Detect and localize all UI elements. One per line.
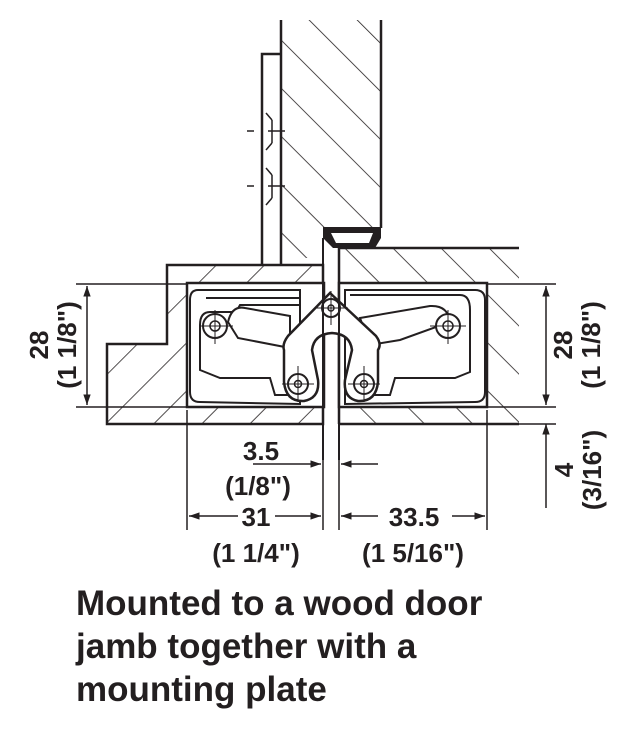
caption-line-2: jamb together with a (76, 627, 417, 666)
dim-right-offset-imperial: (3/16") (577, 430, 607, 510)
dim-left-height-imperial: (1 1/8") (52, 301, 82, 388)
dim-right-height-metric: 28 (548, 331, 578, 360)
caption-line-3: mounting plate (76, 670, 327, 709)
hinge-body-left (185, 281, 326, 409)
screw-marker-icon (247, 167, 285, 206)
dimension-lines (76, 283, 556, 530)
dim-right-offset-metric: 4 (549, 462, 579, 477)
screw-marker-icon (247, 112, 285, 151)
dim-right-height-imperial: (1 1/8") (576, 301, 606, 388)
diagram-caption: Mounted to a wood door jamb together wit… (76, 582, 616, 711)
dim-right-width-imperial: (1 5/16") (362, 538, 464, 568)
seal-gasket (323, 227, 381, 248)
dim-gap-metric: 3.5 (243, 436, 279, 466)
caption-line-1: Mounted to a wood door (76, 584, 483, 623)
hinge-body-right (337, 281, 489, 409)
dim-gap-imperial: (1/8") (225, 471, 291, 501)
dim-right-width-metric: 33.5 (389, 502, 440, 532)
door-leaf (279, 20, 383, 265)
hinge-cross-section-diagram: 28 (1 1/8") 28 (1 1/8") 4 (3/16") 3.5 (1… (24, 20, 607, 568)
dim-left-width-imperial: (1 1/4") (212, 538, 299, 568)
dim-left-height-metric: 28 (24, 331, 54, 360)
dim-left-width-metric: 31 (242, 502, 271, 532)
mounting-plate (247, 52, 285, 265)
